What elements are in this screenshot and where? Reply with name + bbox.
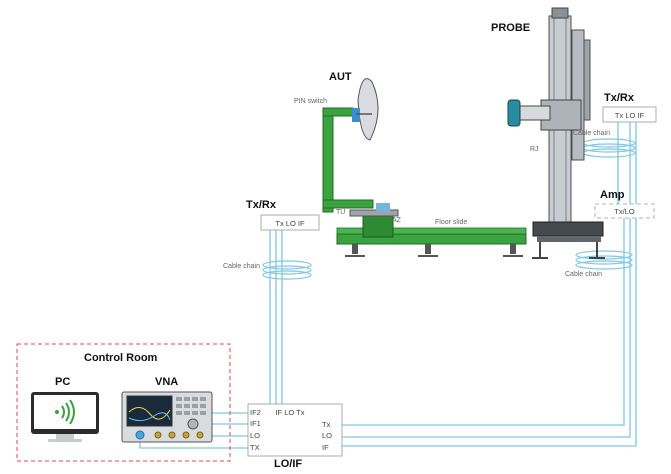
floor-slide	[336, 227, 527, 257]
aut-positioner	[322, 78, 399, 238]
label-amp: Amp	[600, 189, 625, 201]
label-cable-chain-bottom: Cable chain	[565, 271, 602, 278]
txrx-right-ports: Tx LO IF	[615, 111, 645, 120]
cable-right-if	[342, 122, 637, 447]
cable-vna-tx	[139, 440, 248, 449]
label-control-room: Control Room	[84, 352, 158, 364]
loif-port-right-lo: LO	[322, 431, 332, 440]
label-cable-chain-top: Cable chain	[573, 130, 610, 137]
loif-port-if2: IF2	[250, 408, 261, 417]
label-vna: VNA	[155, 376, 178, 388]
loif-port-lo: LO	[250, 431, 260, 440]
dish-antenna	[357, 78, 379, 141]
control-room	[16, 343, 231, 462]
probe-tower	[507, 7, 605, 259]
cable-chain-left-coil	[262, 260, 312, 280]
txrx-left-ports: Tx LO IF	[275, 219, 305, 228]
loif-port-tx: TX	[250, 443, 260, 452]
monitor-icon	[31, 392, 99, 442]
txrx-right-box: Tx LO IF	[602, 106, 657, 123]
label-aut: AUT	[329, 71, 352, 83]
label-az: AZ	[392, 217, 402, 224]
loif-port-right-if: IF	[322, 443, 329, 452]
amp-box: Tx/LO	[594, 203, 655, 219]
label-rj: RJ	[530, 146, 539, 153]
cable-amp-tx	[342, 218, 625, 426]
amp-ports: Tx/LO	[614, 207, 635, 216]
vna-instrument-icon	[121, 391, 213, 443]
label-tu: TU	[336, 209, 345, 216]
label-floor-slide: Floor slide	[435, 219, 467, 226]
cable-chain-top-coil	[582, 138, 636, 158]
label-cable-chain-left: Cable chain	[223, 263, 260, 270]
label-pin-switch: PIN switch	[294, 98, 327, 105]
cable-right-lo	[342, 122, 631, 438]
label-txrx-right: Tx/Rx	[604, 92, 635, 104]
label-loif: LO/IF	[274, 458, 302, 469]
txrx-left-box: Tx LO IF	[260, 214, 320, 231]
loif-top-ports: IF LO Tx	[275, 408, 304, 417]
label-pc: PC	[55, 376, 70, 388]
label-txrx-left: Tx/Rx	[246, 199, 277, 211]
signal-icon	[55, 399, 75, 425]
label-probe: PROBE	[491, 22, 530, 34]
loif-box: IF2 IF1 LO TX IF LO Tx Tx LO IF	[247, 403, 343, 457]
loif-port-right-tx: Tx	[322, 420, 331, 429]
loif-port-if1: IF1	[250, 419, 261, 428]
cable-bundle	[139, 122, 637, 449]
